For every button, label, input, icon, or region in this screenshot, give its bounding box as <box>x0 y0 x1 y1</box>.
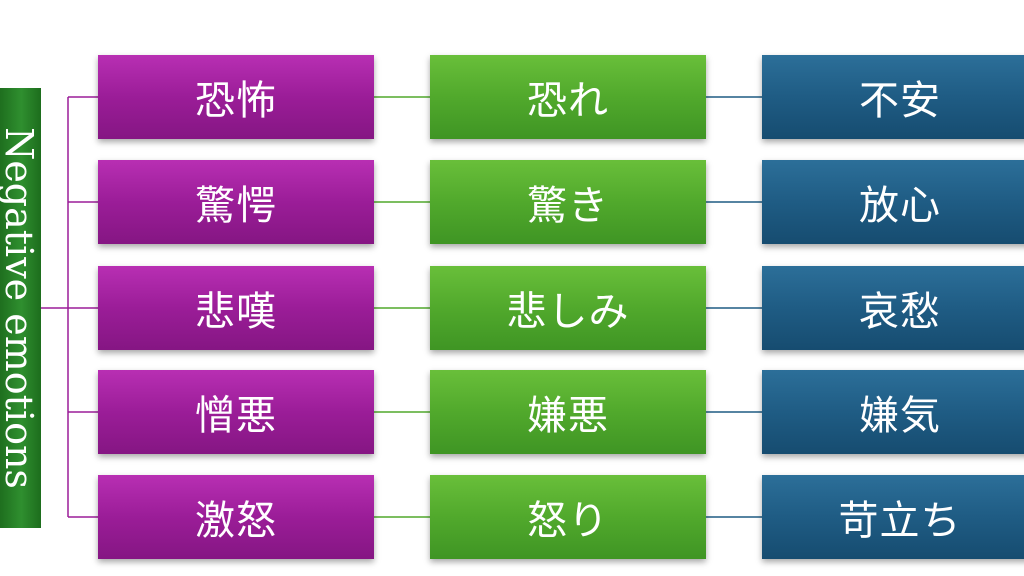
node-level2-2: 驚き <box>430 160 706 244</box>
node-level3-5: 苛立ち <box>762 475 1024 559</box>
node-level1-4: 憎悪 <box>98 370 374 454</box>
node-level3-4: 嫌気 <box>762 370 1024 454</box>
root-node: Negative emotions <box>0 88 41 528</box>
node-level1-2: 驚愕 <box>98 160 374 244</box>
node-level1-3: 悲嘆 <box>98 266 374 350</box>
node-level3-1: 不安 <box>762 55 1024 139</box>
node-level3-2: 放心 <box>762 160 1024 244</box>
node-level2-4: 嫌悪 <box>430 370 706 454</box>
node-level2-3: 悲しみ <box>430 266 706 350</box>
node-level1-1: 恐怖 <box>98 55 374 139</box>
node-level3-3: 哀愁 <box>762 266 1024 350</box>
node-level2-1: 恐れ <box>430 55 706 139</box>
node-level2-5: 怒り <box>430 475 706 559</box>
node-level1-5: 激怒 <box>98 475 374 559</box>
